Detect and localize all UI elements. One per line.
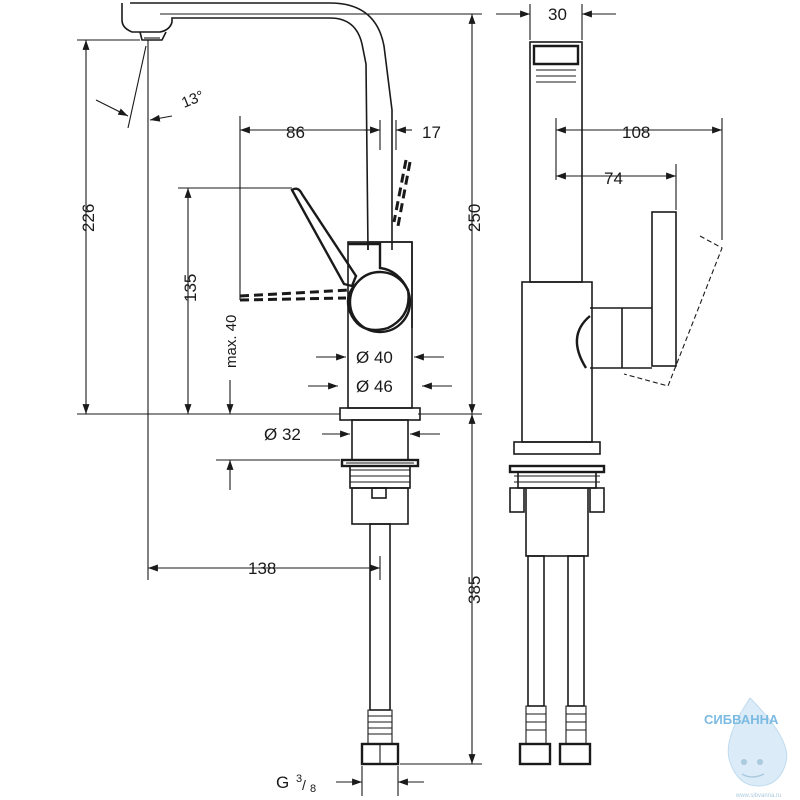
lever-handle (290, 187, 358, 288)
dim-dia40: Ø 40 (356, 348, 393, 367)
dim-385: 385 (465, 576, 484, 604)
side-lever-dashed (623, 235, 723, 387)
watermark-site: www.sibvanna.ru (735, 793, 781, 799)
base-plate (339, 407, 421, 421)
lever-dashed-up (392, 159, 408, 223)
dim-135: 135 (181, 274, 200, 302)
dim-30: 30 (548, 5, 567, 24)
lever-hub (346, 242, 410, 332)
dimension-lines (77, 4, 723, 796)
dim-250: 250 (465, 204, 484, 232)
side-lever (651, 211, 677, 367)
dim-angle: 13° (179, 87, 206, 111)
svg-text:/: / (302, 777, 306, 793)
side-base (513, 441, 601, 455)
dim-dia32: Ø 32 (264, 425, 301, 444)
front-view (121, 2, 421, 766)
dim-thread-den: 8 (310, 783, 316, 795)
dim-thread-num: 3 (296, 773, 302, 785)
dim-86: 86 (286, 123, 305, 142)
dim-74: 74 (604, 169, 623, 188)
dim-138: 138 (248, 559, 276, 578)
lever-dashed-down (239, 288, 351, 298)
hose (369, 523, 391, 711)
dim-17: 17 (422, 123, 441, 142)
dim-108: 108 (622, 123, 650, 142)
dim-thread-g: G (276, 773, 289, 792)
dim-dia46: Ø 46 (356, 377, 393, 396)
side-view (508, 41, 723, 766)
watermark-logo: СИБВАННА www.sibvanna.ru (704, 697, 788, 799)
watermark-brand: СИБВАННА (704, 712, 779, 727)
dim-226: 226 (79, 204, 98, 232)
dim-max40: max. 40 (223, 315, 240, 368)
shank (351, 419, 409, 461)
dimension-labels: 30 13° 86 17 108 74 226 250 135 max. 40 … (79, 5, 650, 795)
spout-head (121, 3, 369, 251)
